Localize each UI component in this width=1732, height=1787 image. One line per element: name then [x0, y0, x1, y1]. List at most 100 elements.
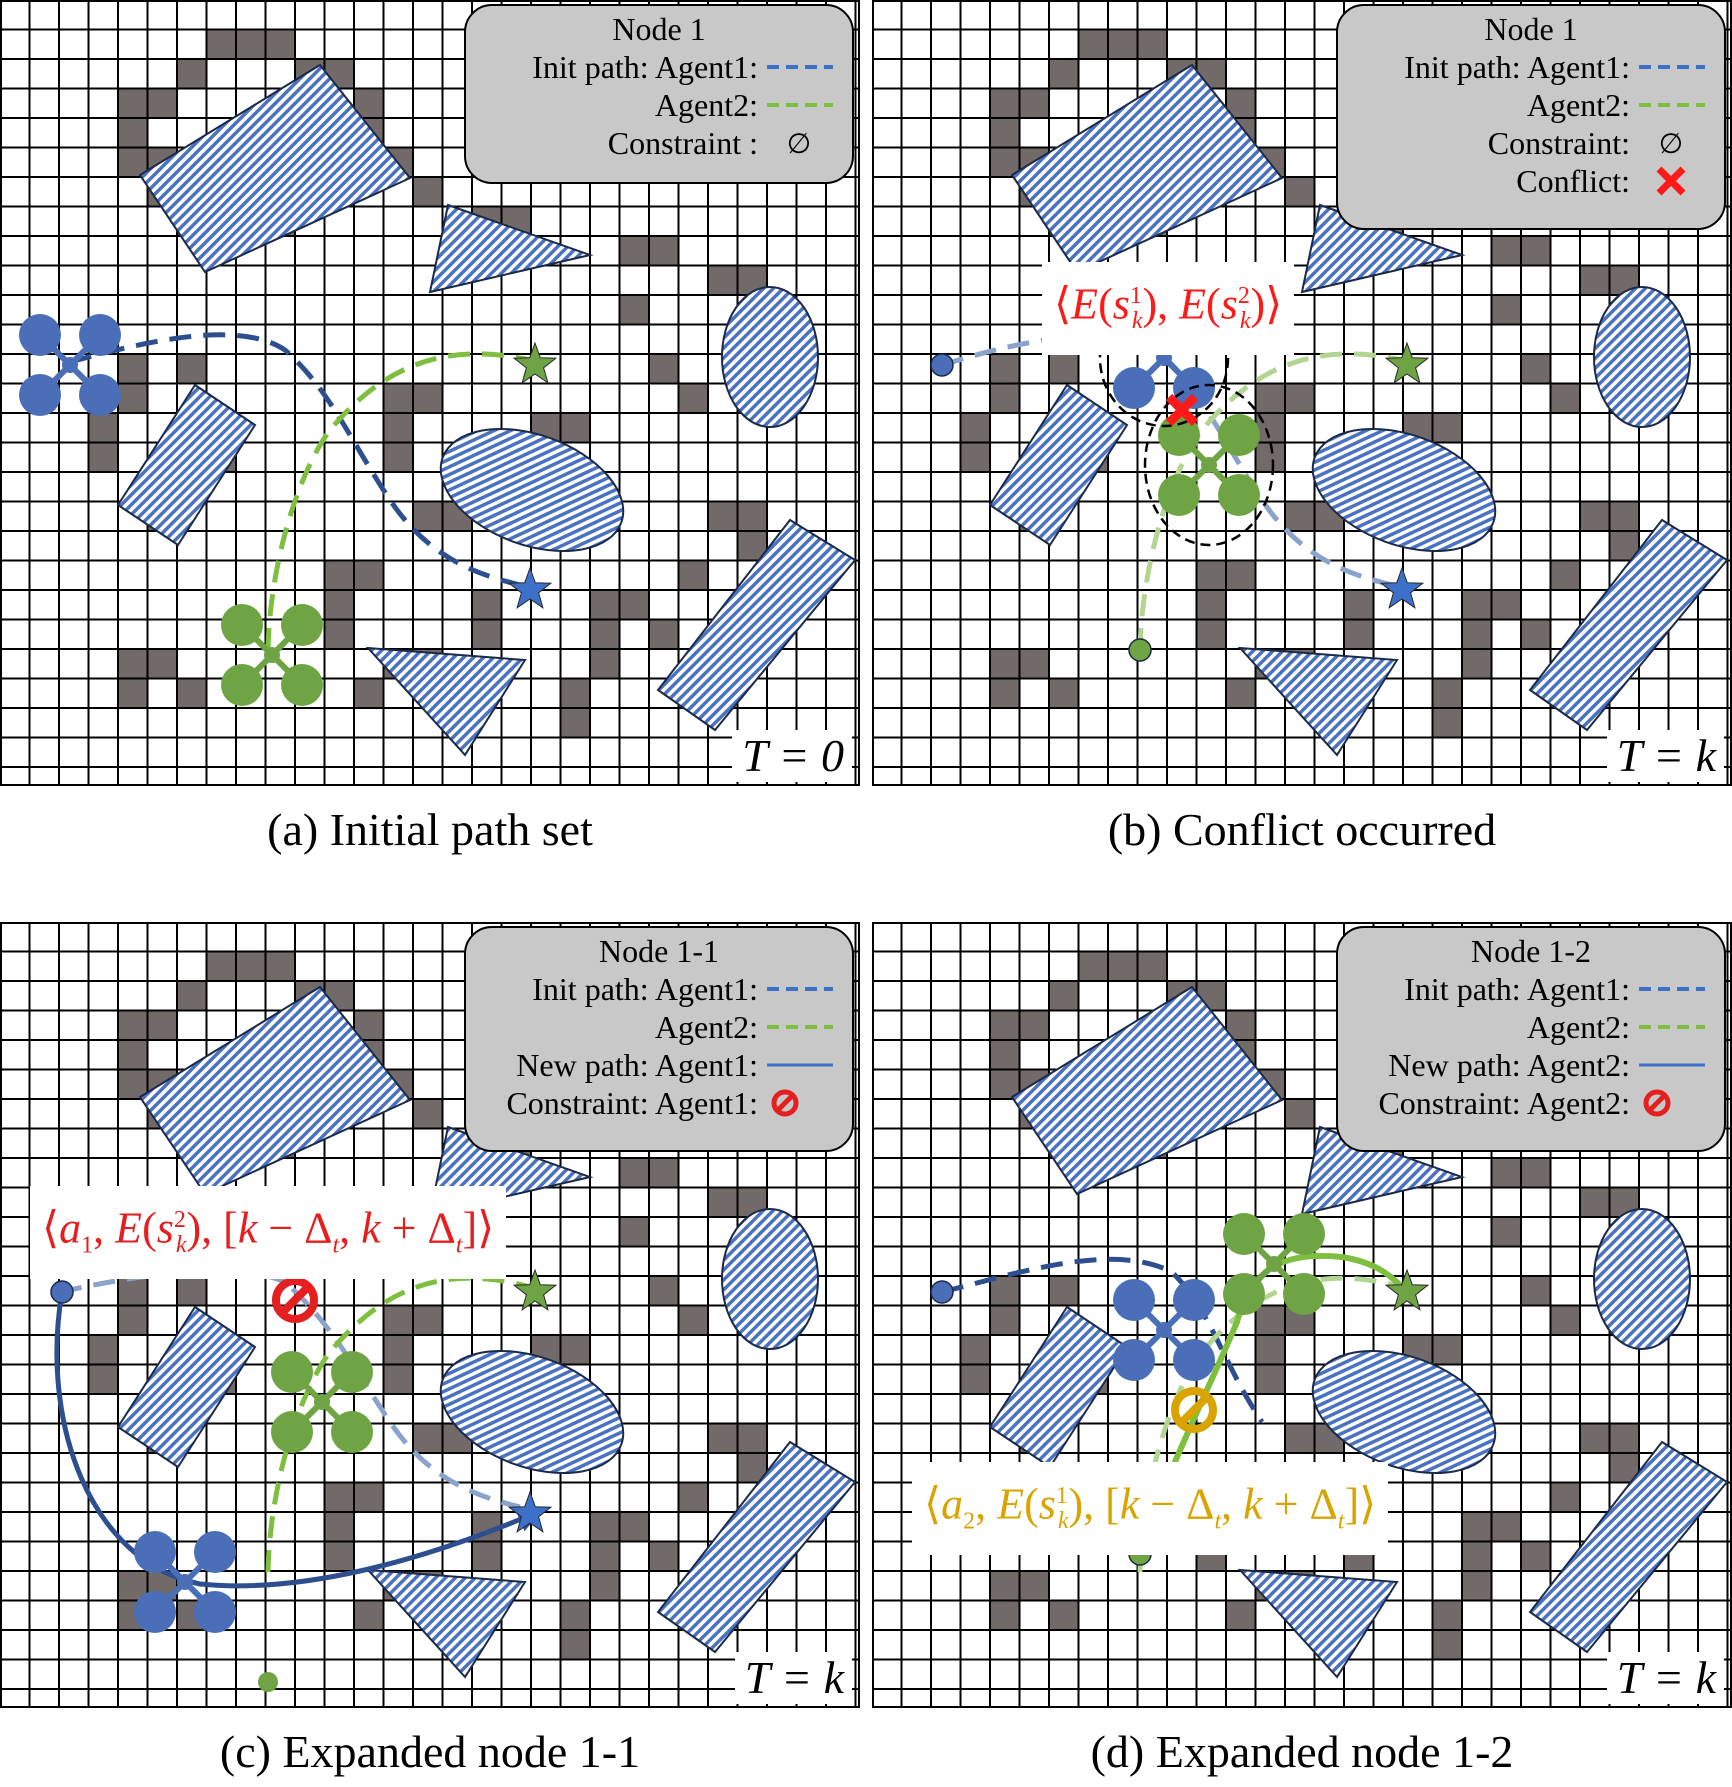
inflated-cell: [118, 678, 148, 708]
rotor: [1173, 1279, 1215, 1321]
inflated-cell: [1344, 619, 1374, 649]
rectangle-obstacle: [138, 63, 412, 274]
inflated-cell: [206, 951, 236, 981]
ellipse-obstacle: [439, 1349, 625, 1475]
inflated-cell: [413, 1305, 443, 1335]
inflated-cell: [960, 1335, 990, 1365]
legend-label: Conflict:: [1516, 163, 1630, 199]
legend-label: Agent2:: [654, 87, 758, 123]
inflated-cell: [1462, 1541, 1492, 1571]
inflated-cell: [678, 560, 708, 590]
agent2-init-path: [1137, 351, 1403, 651]
inflated-cell: [1462, 619, 1492, 649]
grid-map: [872, 922, 1732, 1708]
inflated-cell: [324, 1512, 354, 1542]
legend-label: Constraint:: [1487, 125, 1630, 161]
agent1-start: [50, 1280, 74, 1304]
agent2-drone: [271, 1351, 373, 1453]
inflated-cell: [590, 590, 620, 620]
blue-solid-line-icon: [1630, 1046, 1712, 1084]
inflated-cell: [1550, 560, 1580, 590]
inflated-cell: [1196, 590, 1226, 620]
triangle-obstacle: [1237, 646, 1399, 757]
agent2-init-path: [265, 351, 531, 651]
inflated-cell: [619, 1158, 649, 1188]
rotor: [1218, 414, 1260, 456]
legend-label: Agent2:: [654, 1009, 758, 1045]
inflated-cell: [413, 1423, 443, 1453]
inflated-cell: [1285, 501, 1315, 531]
panel-conflict-occurred: Node 1 Init path: Agent1:Agent2:Constrai…: [872, 0, 1732, 855]
agent1-drone: [1113, 1279, 1215, 1381]
svg-text:∅: ∅: [1659, 128, 1683, 158]
map-border: [0, 922, 860, 1708]
inflated-cell: [737, 501, 767, 531]
agent2-drone: [1158, 414, 1260, 516]
legend-row: New path: Agent1:: [466, 1046, 852, 1084]
inflated-cell: [1078, 29, 1108, 59]
inflated-cell: [1491, 295, 1521, 325]
legend-label: New path: Agent2:: [1388, 1047, 1630, 1083]
inflated-cell: [383, 1335, 413, 1365]
prohibit-icon: [758, 1084, 840, 1122]
legend-title: Node 1: [612, 11, 706, 47]
blue-dashed-line-icon: [1630, 48, 1712, 86]
inflated-cell: [1285, 383, 1315, 413]
inflated-cell: [1255, 1305, 1285, 1335]
rotor: [194, 1591, 236, 1633]
agent1-init-path: [69, 332, 521, 588]
inflated-cell: [590, 619, 620, 649]
inflated-cell: [619, 590, 649, 620]
rotor: [221, 604, 263, 646]
conflict-annotation: ⟨E(s1k), E(s2k)⟩: [1042, 262, 1295, 356]
inflated-cell: [590, 1541, 620, 1571]
agent1-init-path: [941, 1256, 1265, 1424]
inflated-cell: [990, 1069, 1020, 1099]
inflated-cell: [1521, 1541, 1551, 1571]
legend-row: Init path: Agent1:: [466, 970, 852, 1008]
agent2-drone: [1223, 1213, 1325, 1315]
panel-expanded-node-1-1: Node 1-1 Init path: Agent1:Agent2:New pa…: [0, 922, 860, 1777]
legend-row: Init path: Agent1:: [466, 48, 852, 86]
panel-caption: (a) Initial path set: [267, 804, 593, 855]
ellipse-obstacle: [721, 1208, 819, 1350]
rotor: [1223, 1213, 1265, 1255]
inflated-cell: [1137, 29, 1167, 59]
inflated-cell: [649, 236, 679, 266]
inflated-cell: [1521, 619, 1551, 649]
inflated-cell: [1462, 1512, 1492, 1542]
inflated-cell: [1609, 501, 1639, 531]
inflated-cell: [118, 88, 148, 118]
inflated-cell: [990, 1040, 1020, 1070]
inflated-cell: [354, 1482, 384, 1512]
agent2-goal-star: [512, 341, 558, 384]
inflated-cell: [649, 1276, 679, 1306]
panel-expanded-node-1-2: Node 1-2 Init path: Agent1:Agent2:New pa…: [872, 922, 1732, 1777]
rotor: [79, 314, 121, 356]
rectangle-obstacle: [1010, 63, 1284, 274]
inflated-cell: [118, 354, 148, 384]
rotor: [1218, 474, 1260, 516]
rotor: [194, 1531, 236, 1573]
rotor: [281, 604, 323, 646]
inflated-cell: [678, 1305, 708, 1335]
inflated-cell: [560, 678, 590, 708]
rotor: [19, 374, 61, 416]
inflated-cell: [960, 1364, 990, 1394]
agent2-goal-star: [1384, 1268, 1430, 1311]
rotor: [1173, 1339, 1215, 1381]
rectangle-obstacle: [1010, 985, 1284, 1196]
inflated-cell: [1255, 1335, 1285, 1365]
legend-box: Node 1-1 Init path: Agent1:Agent2:New pa…: [464, 926, 854, 1152]
inflated-cell: [383, 413, 413, 443]
inflated-cell: [990, 1010, 1020, 1040]
ellipse-obstacle: [721, 286, 819, 428]
inflated-cell: [1049, 354, 1079, 384]
agent1-goal-star: [1379, 566, 1425, 609]
inflated-cell: [1462, 649, 1492, 679]
inflated-cell: [1550, 1482, 1580, 1512]
ellipse-obstacle: [1593, 286, 1691, 428]
rotor: [271, 1411, 313, 1453]
inflated-cell: [590, 1571, 620, 1601]
time-label: T = k: [734, 1652, 852, 1704]
